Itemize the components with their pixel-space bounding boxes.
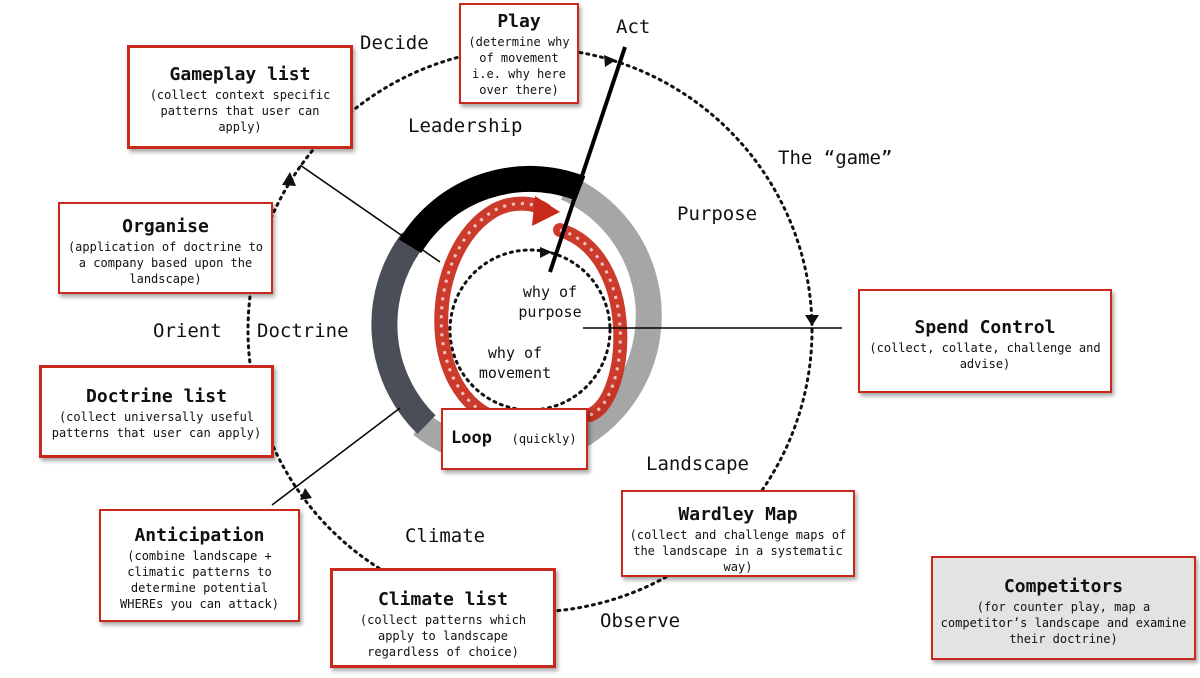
wardley-map-title: Wardley Map [678, 504, 798, 525]
spend-control-box: Spend Control (collect, collate, challen… [858, 289, 1112, 393]
anticipation-connector [271, 407, 401, 506]
loop-title: Loop [451, 428, 492, 448]
organise-box: Organise (application of doctrine to a c… [58, 202, 273, 294]
cycle-arrow-top [604, 55, 616, 67]
why-of-movement-label: why of movement [478, 344, 552, 382]
why-of-purpose-label: why of purpose [518, 283, 582, 321]
red-loop-arrowhead [532, 196, 560, 226]
orient-label: Orient [153, 320, 222, 342]
competitors-desc: (for counter play, map a competitor’s la… [940, 600, 1187, 646]
inner-arrow [540, 247, 552, 258]
climate-list-box: Climate list (collect patterns which app… [330, 568, 556, 668]
purpose-label: Purpose [677, 203, 758, 225]
anticipation-box: Anticipation (combine landscape + climat… [99, 509, 300, 622]
decide-label: Decide [360, 32, 429, 54]
gameplay-list-desc: (collect context specific patterns that … [149, 88, 331, 134]
organise-desc: (application of doctrine to a company ba… [67, 240, 264, 286]
spend-control-desc: (collect, collate, challenge and advise) [869, 341, 1101, 371]
play-desc: (determine why of movement i.e. why here… [468, 35, 570, 97]
leadership-label: Leadership [408, 115, 523, 137]
wardley-map-desc: (collect and challenge maps of the lands… [629, 528, 847, 574]
competitors-box: Competitors (for counter play, map a com… [931, 556, 1196, 660]
observe-label: Observe [600, 610, 681, 632]
doctrine-list-desc: (collect universally useful patterns tha… [51, 410, 262, 440]
ring-black-segment [398, 165, 586, 254]
the-game-label: The “game” [778, 147, 893, 169]
climate-list-title: Climate list [377, 589, 509, 610]
doctrine-list-box: Doctrine list (collect universally usefu… [39, 365, 274, 458]
act-label: Act [616, 16, 651, 38]
cycle-arrow-right [805, 315, 819, 326]
play-box: Play (determine why of movement i.e. why… [459, 3, 579, 104]
act-line [548, 46, 627, 273]
wardley-map-box: Wardley Map (collect and challenge maps … [621, 490, 855, 577]
climate-label: Climate [405, 525, 486, 547]
doctrine-label: Doctrine [257, 320, 349, 342]
gameplay-list-box: Gameplay list (collect context specific … [127, 45, 353, 149]
cycle-arrow-bottom-left [300, 488, 312, 500]
anticipation-title: Anticipation [134, 525, 265, 546]
ring-dark-segment [371, 232, 436, 434]
organise-title: Organise [122, 216, 209, 237]
loop-box: Loop (quickly) [441, 408, 588, 470]
inner-dotted-circle [448, 248, 612, 412]
gameplay-list-title: Gameplay list [169, 64, 311, 85]
climate-list-desc: (collect patterns which apply to landsca… [359, 613, 527, 659]
loop-desc: (quickly) [511, 432, 577, 446]
play-title: Play [497, 11, 541, 32]
cycle-arrow-left [282, 172, 296, 186]
competitors-title: Competitors [1003, 576, 1124, 597]
landscape-label: Landscape [646, 453, 749, 475]
red-loop-spiral-inner [439, 202, 622, 422]
doctrine-list-title: Doctrine list [86, 386, 227, 407]
anticipation-desc: (combine landscape + climatic patterns t… [120, 549, 279, 611]
spend-control-title: Spend Control [914, 317, 1056, 338]
gameplay-connector [299, 164, 441, 263]
